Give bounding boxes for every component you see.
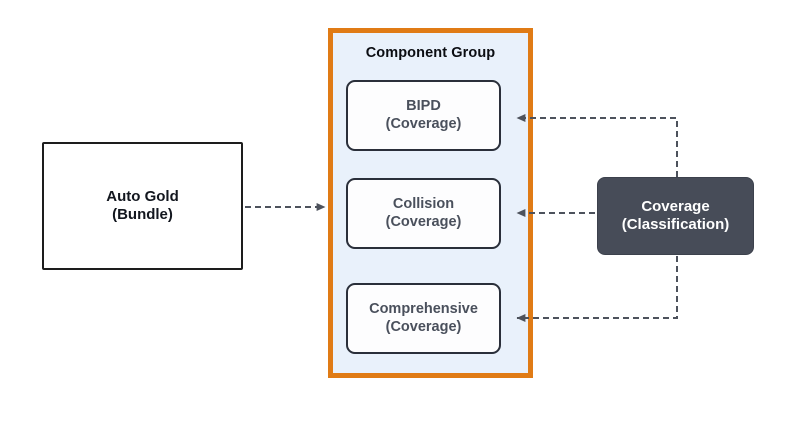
node-auto-gold-bundle[interactable]: Auto Gold (Bundle) — [42, 142, 243, 270]
node-bipd-coverage-line1: BIPD — [406, 97, 441, 114]
node-bipd-coverage-line2: (Coverage) — [385, 115, 462, 132]
component-group-title: Component Group — [365, 45, 496, 61]
node-collision-coverage-line1: Collision — [392, 195, 455, 212]
node-bipd-coverage[interactable]: BIPD (Coverage) — [346, 80, 501, 151]
node-coverage-classification[interactable]: Coverage (Classification) — [597, 177, 754, 255]
node-comprehensive-coverage[interactable]: Comprehensive (Coverage) — [346, 283, 501, 354]
node-collision-coverage[interactable]: Collision (Coverage) — [346, 178, 501, 249]
node-coverage-classification-line2: (Classification) — [621, 216, 730, 233]
node-comprehensive-coverage-line2: (Coverage) — [385, 318, 462, 335]
node-comprehensive-coverage-line1: Comprehensive — [369, 300, 478, 317]
edge-classification-to-bipd — [516, 114, 678, 177]
node-auto-gold-bundle-line1: Auto Gold — [106, 187, 179, 205]
node-collision-coverage-line2: (Coverage) — [385, 213, 462, 230]
edge-classification-to-comprehensive — [516, 256, 678, 322]
node-coverage-classification-line1: Coverage — [641, 197, 710, 215]
node-auto-gold-bundle-line2: (Bundle) — [112, 206, 173, 223]
